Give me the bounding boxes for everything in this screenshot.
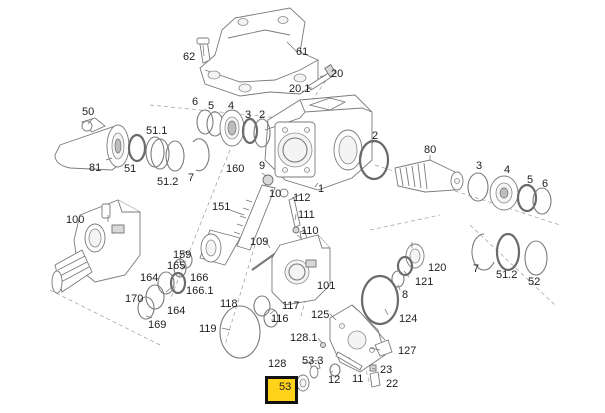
steering-gear-housing <box>264 94 373 191</box>
callout-2-top[interactable]: 2 <box>259 109 266 121</box>
callout-160[interactable]: 160 <box>226 163 245 175</box>
end-cover <box>329 304 393 373</box>
callout-9[interactable]: 9 <box>259 160 266 172</box>
callout-128[interactable]: 128 <box>268 358 287 370</box>
o-ring-2 <box>358 139 390 181</box>
sector-bearing-set <box>196 109 271 148</box>
callout-3-right[interactable]: 3 <box>476 160 483 172</box>
callout-6-right[interactable]: 6 <box>542 178 549 190</box>
callout-127[interactable]: 127 <box>398 345 417 357</box>
callout-6-top[interactable]: 6 <box>192 96 199 108</box>
callout-62[interactable]: 62 <box>183 51 196 63</box>
valve-housing <box>271 234 331 306</box>
callout-10[interactable]: 10 <box>269 188 282 200</box>
callout-leaders <box>87 41 431 374</box>
sector-shaft <box>51 199 141 294</box>
callout-109[interactable]: 109 <box>250 236 269 248</box>
callout-166-1[interactable]: 166.1 <box>186 285 214 297</box>
callout-165[interactable]: 165 <box>167 260 186 272</box>
callout-111[interactable]: 111 <box>298 209 315 221</box>
valve-seal-rings <box>137 251 193 320</box>
callout-2-right[interactable]: 2 <box>372 130 379 142</box>
callout-11[interactable]: 11 <box>352 373 364 385</box>
callout-12[interactable]: 12 <box>328 374 341 386</box>
callout-101[interactable]: 101 <box>317 280 336 292</box>
callout-124[interactable]: 124 <box>399 313 418 325</box>
callout-7-left[interactable]: 7 <box>188 172 195 184</box>
callout-119[interactable]: 119 <box>199 323 217 335</box>
callout-50[interactable]: 50 <box>82 106 95 118</box>
callout-164-upper[interactable]: 164 <box>140 272 159 284</box>
callout-121[interactable]: 121 <box>415 276 434 288</box>
callout-20[interactable]: 20 <box>331 68 344 80</box>
callout-61[interactable]: 61 <box>296 46 309 58</box>
callout-100[interactable]: 100 <box>66 214 85 226</box>
callout-151[interactable]: 151 <box>212 201 231 213</box>
callout-51-2-right[interactable]: 51.2 <box>496 269 518 281</box>
callout-5-right[interactable]: 5 <box>527 174 534 186</box>
seal-rings-right <box>471 232 548 276</box>
callout-3-top[interactable]: 3 <box>245 109 252 121</box>
input-shaft <box>394 159 464 193</box>
callout-117[interactable]: 117 <box>282 300 300 312</box>
callout-20-1[interactable]: 20.1 <box>289 83 311 95</box>
cover-small-parts <box>296 342 381 392</box>
callout-7-right[interactable]: 7 <box>473 263 480 275</box>
callout-51[interactable]: 51 <box>124 163 137 175</box>
callout-166[interactable]: 166 <box>190 272 209 284</box>
mounting-bracket <box>196 7 319 97</box>
callout-4-top[interactable]: 4 <box>228 100 235 112</box>
callout-120[interactable]: 120 <box>428 262 447 274</box>
cover-seal-rings <box>219 295 279 359</box>
callout-8[interactable]: 8 <box>402 289 409 301</box>
adjuster-washers <box>391 243 425 288</box>
callout-81[interactable]: 81 <box>89 162 102 174</box>
callout-80[interactable]: 80 <box>424 144 437 156</box>
callout-169[interactable]: 169 <box>148 319 167 331</box>
callout-110[interactable]: 110 <box>301 225 319 237</box>
callout-5-top[interactable]: 5 <box>208 100 215 112</box>
callout-159[interactable]: 159 <box>173 249 192 261</box>
o-ring-124 <box>360 274 400 326</box>
callout-112[interactable]: 112 <box>293 192 311 204</box>
callout-125[interactable]: 125 <box>311 309 330 321</box>
callout-118[interactable]: 118 <box>220 298 238 310</box>
callout-51-2-left[interactable]: 51.2 <box>157 176 179 188</box>
callout-1[interactable]: 1 <box>318 183 325 195</box>
callout-23[interactable]: 23 <box>380 364 393 376</box>
callout-22[interactable]: 22 <box>386 378 399 390</box>
worm-shaft <box>199 174 276 266</box>
callout-116[interactable]: 116 <box>271 313 289 325</box>
callout-4-right[interactable]: 4 <box>504 164 511 176</box>
input-bearing-set <box>467 172 552 215</box>
callout-128-1[interactable]: 128.1 <box>290 332 318 344</box>
valve-small-parts <box>279 188 309 249</box>
callout-170[interactable]: 170 <box>125 293 144 305</box>
callout-164-lower[interactable]: 164 <box>167 305 186 317</box>
bolt-20 <box>307 64 337 91</box>
callout-51-1[interactable]: 51.1 <box>146 125 168 137</box>
callout-52[interactable]: 52 <box>528 276 541 288</box>
callout-53-3[interactable]: 53.3 <box>302 355 324 367</box>
seal-rings-left <box>127 133 210 172</box>
highlighted-callout-box[interactable] <box>265 376 298 404</box>
callout-53[interactable]: 53 <box>279 381 292 393</box>
